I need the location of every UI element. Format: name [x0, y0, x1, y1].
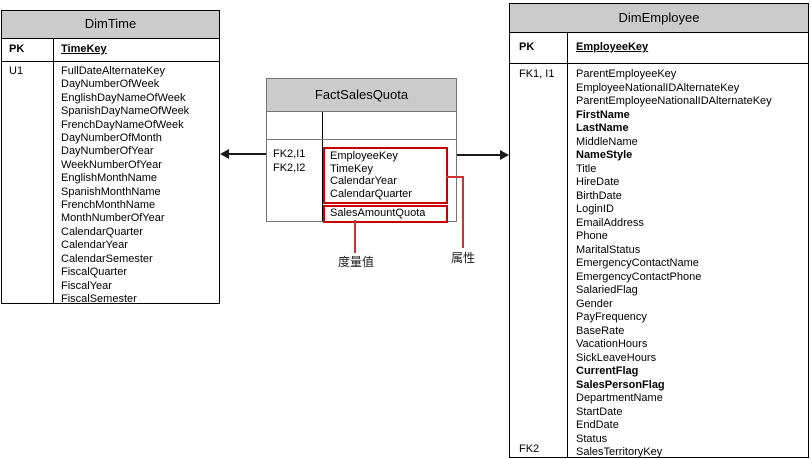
attribute-row: DepartmentName: [576, 392, 663, 404]
table-title-dimtime: DimTime: [2, 11, 219, 39]
attribute-callout-line-h: [446, 176, 464, 178]
primary-key-row: PK EmployeeKey: [510, 33, 808, 64]
table-dimemployee: DimEmployee PK EmployeeKey FK1, I1 FK2 P…: [509, 3, 809, 458]
fk-index-column: FK1, I1 FK2: [510, 64, 568, 457]
attribute-list: FullDateAlternateKey DayNumberOfWeek Eng…: [54, 62, 190, 305]
attribute-row: FrenchDayNameOfWeek: [61, 118, 184, 131]
attribute-row: SalesPersonFlag: [576, 378, 665, 391]
table-body: U1 FullDateAlternateKey DayNumberOfWeek …: [2, 62, 219, 305]
attribute-row: DayNumberOfWeek: [61, 78, 160, 91]
attribute-row: FrenchMonthName: [61, 199, 156, 212]
attribute-row: TimeKey: [330, 162, 373, 175]
attribute-row: FirstName: [576, 108, 630, 121]
attribute-row: SalariedFlag: [576, 284, 638, 296]
attribute-row: FullDateAlternateKey: [61, 65, 165, 77]
attribute-row: DayNumberOfMonth: [61, 132, 162, 145]
attribute-row: WeekNumberOfYear: [61, 158, 162, 171]
table-body: FK2,I1 FK2,I2 EmployeeKey TimeKey Calend…: [267, 140, 456, 223]
attribute-row: LastName: [576, 122, 629, 134]
attribute-list: ParentEmployeeKey EmployeeNationalIDAlte…: [568, 64, 772, 458]
attribute-row: Title: [576, 162, 597, 175]
pk-label: PK: [510, 33, 568, 63]
attribute-row: EnglishMonthName: [61, 172, 157, 185]
attribute-row: BaseRate: [576, 324, 625, 337]
attribute-row: MiddleName: [576, 135, 638, 148]
attribute-row: Gender: [576, 297, 613, 310]
attribute-row: FiscalSemester: [61, 292, 137, 305]
pk-label: PK: [2, 39, 54, 61]
table-title-dimemployee: DimEmployee: [510, 4, 808, 33]
attribute-row: SickLeaveHours: [576, 351, 657, 364]
attribute-row: EnglishDayNameOfWeek: [61, 91, 186, 104]
attribute-row: MonthNumberOfYear: [61, 212, 165, 225]
attribute-row: SpanishDayNameOfWeek: [61, 105, 190, 118]
attribute-row: Status: [576, 432, 608, 445]
attribute-row: EmployeeNationalIDAlternateKey: [576, 81, 740, 94]
unique-index-label: U1: [9, 65, 24, 77]
attribute-list: EmployeeKey TimeKey CalendarYear Calenda…: [323, 140, 448, 223]
attribute-row: EmergencyContactName: [576, 257, 699, 269]
attribute-row: ParentEmployeeNationalIDAlternateKey: [576, 95, 772, 107]
attribute-row: Phone: [576, 230, 608, 242]
measure-callout-line: [354, 220, 356, 253]
attribute-row: CalendarSemester: [61, 252, 153, 265]
fk-index-column: FK2,I1 FK2,I2: [267, 140, 323, 221]
attribute-row: HireDate: [576, 176, 620, 188]
attribute-row: EndDate: [576, 419, 619, 431]
attribute-row: SpanishMonthName: [61, 185, 161, 198]
index-column: U1: [2, 62, 54, 303]
attribute-row: EmailAddress: [576, 216, 644, 229]
attribute-row: PayFrequency: [576, 311, 647, 323]
attributes-highlight-box: EmployeeKey TimeKey CalendarYear Calenda…: [323, 147, 448, 205]
attribute-row: VacationHours: [576, 338, 648, 350]
attribute-row: EmergencyContactPhone: [576, 270, 702, 283]
attribute-row: EmployeeKey: [330, 150, 398, 162]
attribute-row: CalendarQuarter: [330, 187, 412, 200]
table-factsalesquota: FactSalesQuota FK2,I1 FK2,I2 EmployeeKey…: [266, 78, 457, 223]
fk-label: FK1, I1: [519, 68, 555, 80]
table-body: FK1, I1 FK2 ParentEmployeeKey EmployeeNa…: [510, 64, 808, 458]
attribute-row: SalesTerritoryKey: [576, 446, 663, 458]
pk-column-name: TimeKey: [61, 43, 107, 55]
attribute-callout-label: 属性: [450, 251, 475, 265]
pk-column-name: EmployeeKey: [576, 41, 649, 53]
attribute-row: ParentEmployeeKey: [576, 68, 677, 80]
table-title-factsalesquota: FactSalesQuota: [267, 79, 456, 112]
relationship-line-dimtime: [228, 153, 266, 155]
attribute-row: BirthDate: [576, 189, 622, 202]
empty-key-cell: [267, 112, 323, 139]
measure-callout-label: 度量值: [337, 255, 374, 269]
primary-key-row: PK TimeKey: [2, 39, 219, 62]
empty-key-row: [267, 112, 456, 140]
attribute-row: CalendarYear: [61, 239, 128, 252]
attribute-row: CalendarYear: [330, 175, 397, 188]
attribute-row: CurrentFlag: [576, 365, 639, 377]
measure-highlight-box: SalesAmountQuota: [323, 205, 448, 223]
attribute-callout-line-v: [462, 176, 464, 248]
attribute-row: FiscalYear: [61, 279, 112, 292]
arrow-head-to-dimemployee: [500, 150, 509, 160]
attribute-row: NameStyle: [576, 149, 633, 161]
attribute-row: FiscalQuarter: [61, 266, 128, 279]
attribute-row: StartDate: [576, 405, 623, 418]
fk-label: FK2,I1: [273, 148, 306, 160]
measure-row: SalesAmountQuota: [330, 207, 426, 220]
attribute-row: DayNumberOfYear: [61, 145, 154, 158]
relationship-line-dimemployee: [457, 154, 500, 156]
table-dimtime: DimTime PK TimeKey U1 FullDateAlternateK…: [1, 10, 220, 305]
arrow-head-to-dimtime: [220, 149, 229, 159]
fk-label: FK2,I2: [273, 161, 306, 174]
attribute-row: LoginID: [576, 203, 614, 215]
attribute-row: MaritalStatus: [576, 243, 641, 256]
attribute-row: CalendarQuarter: [61, 225, 143, 238]
fk-label: FK2: [519, 442, 540, 455]
